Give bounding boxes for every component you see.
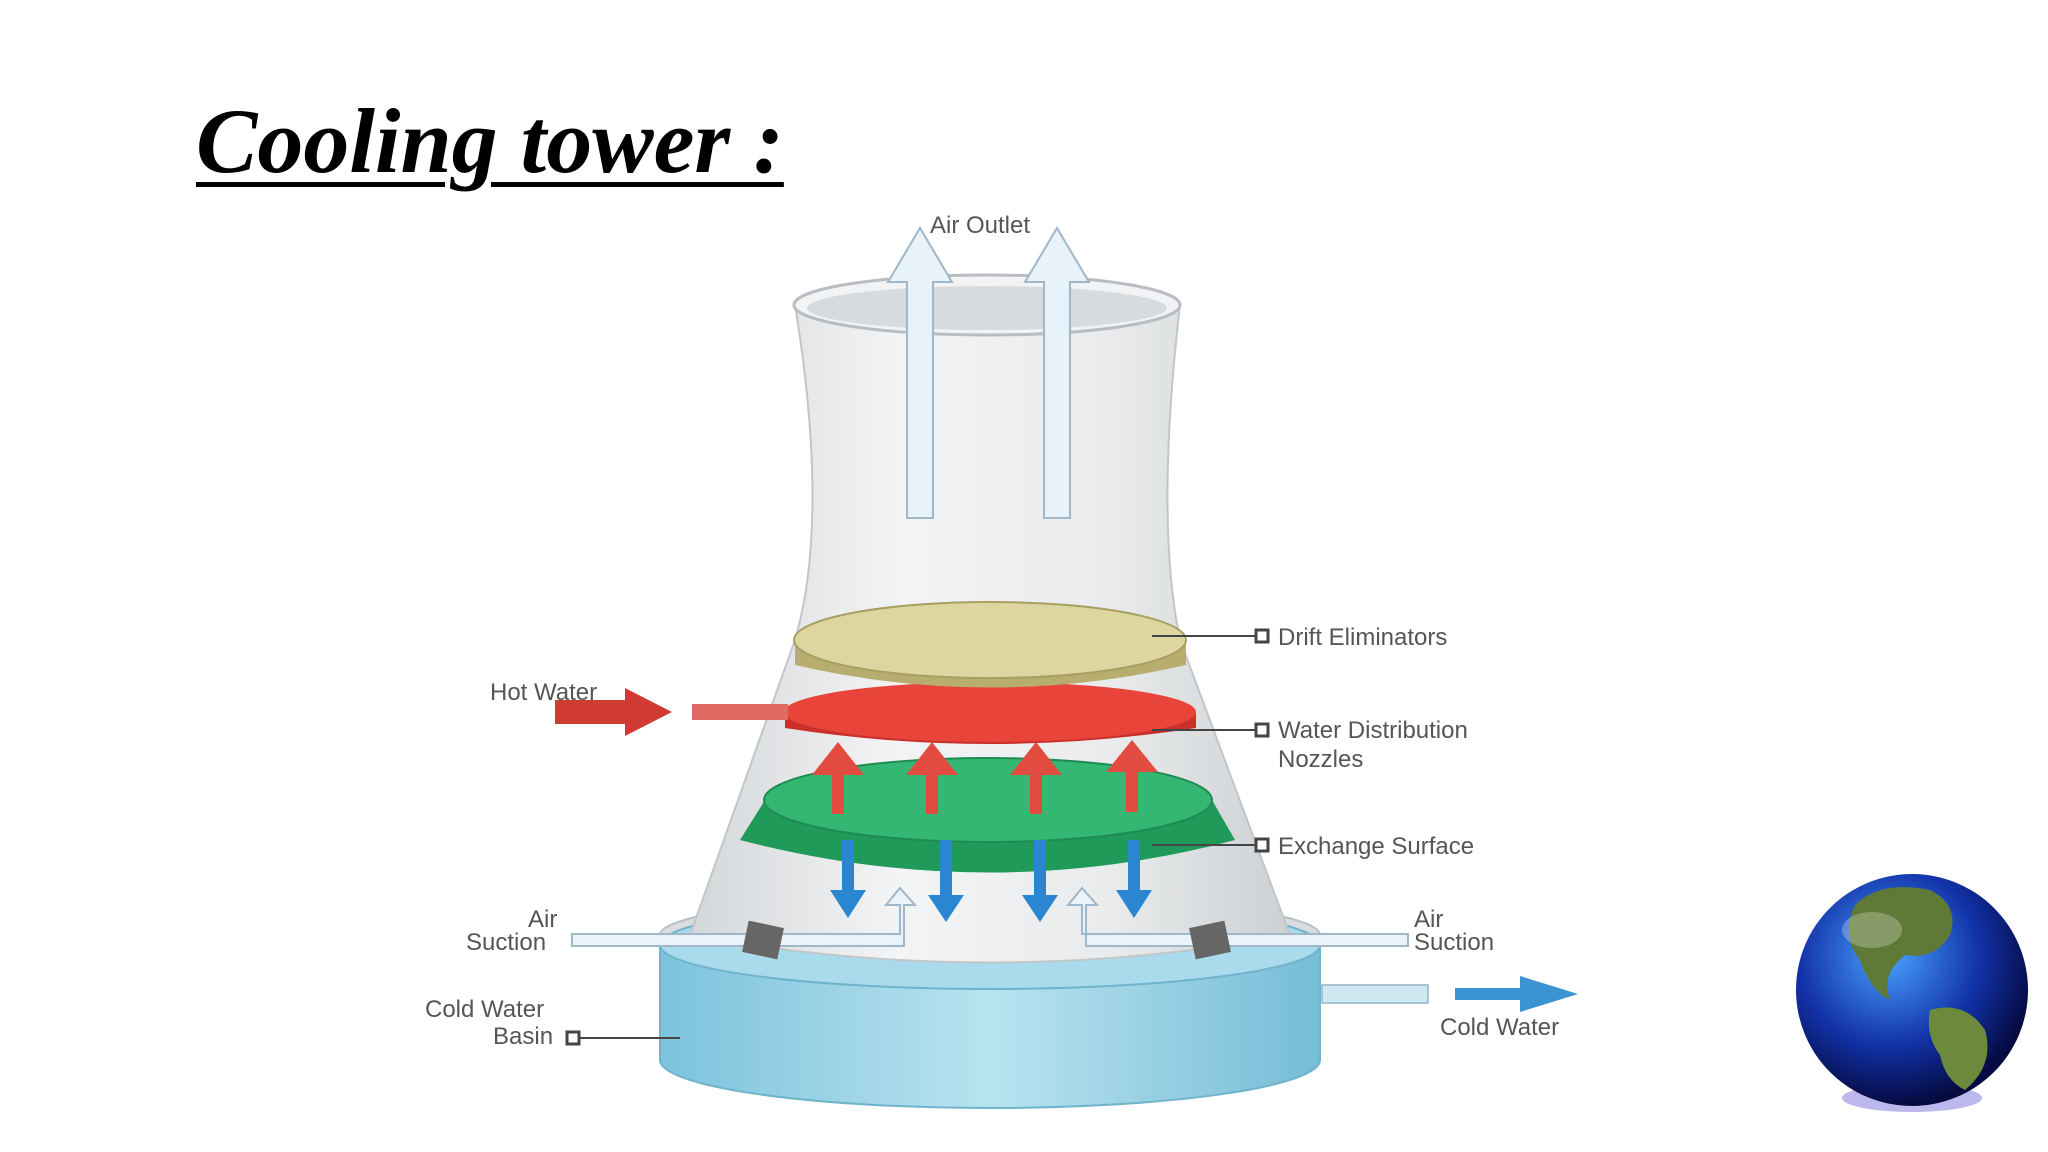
cold-water-drop-arrows — [830, 840, 1152, 922]
air-suction-arrows — [571, 886, 1409, 947]
label-water-distribution-2: Nozzles — [1278, 746, 1363, 773]
label-air-suction-right-2: Suction — [1414, 929, 1494, 956]
label-exchange-surface: Exchange Surface — [1278, 833, 1474, 860]
cold-water-outlet — [1321, 976, 1578, 1012]
page-title: Cooling tower : — [196, 90, 784, 192]
water-distribution-nozzles — [784, 682, 1196, 814]
drift-eliminators — [793, 601, 1187, 688]
label-hot-water: Hot Water — [490, 679, 597, 706]
globe-icon — [1796, 874, 2028, 1112]
label-air-outlet: Air Outlet — [930, 212, 1030, 239]
label-cold-water-basin-1: Cold Water — [425, 996, 544, 1023]
label-cold-water: Cold Water — [1440, 1014, 1559, 1041]
label-air-suction-right-1: Air — [1414, 906, 1443, 933]
label-water-distribution-1: Water Distribution — [1278, 717, 1468, 744]
label-air-suction-left-1: Air — [528, 906, 557, 933]
hot-water-arrow — [555, 688, 788, 736]
air-vents — [742, 920, 1231, 960]
label-drift-eliminators: Drift Eliminators — [1278, 624, 1447, 651]
label-cold-water-basin-2: Basin — [493, 1023, 553, 1050]
exchange-surface — [740, 757, 1235, 873]
leader-lines — [565, 628, 1270, 1046]
air-outlet-arrows — [886, 226, 1091, 519]
label-air-suction-left-2: Suction — [466, 929, 546, 956]
